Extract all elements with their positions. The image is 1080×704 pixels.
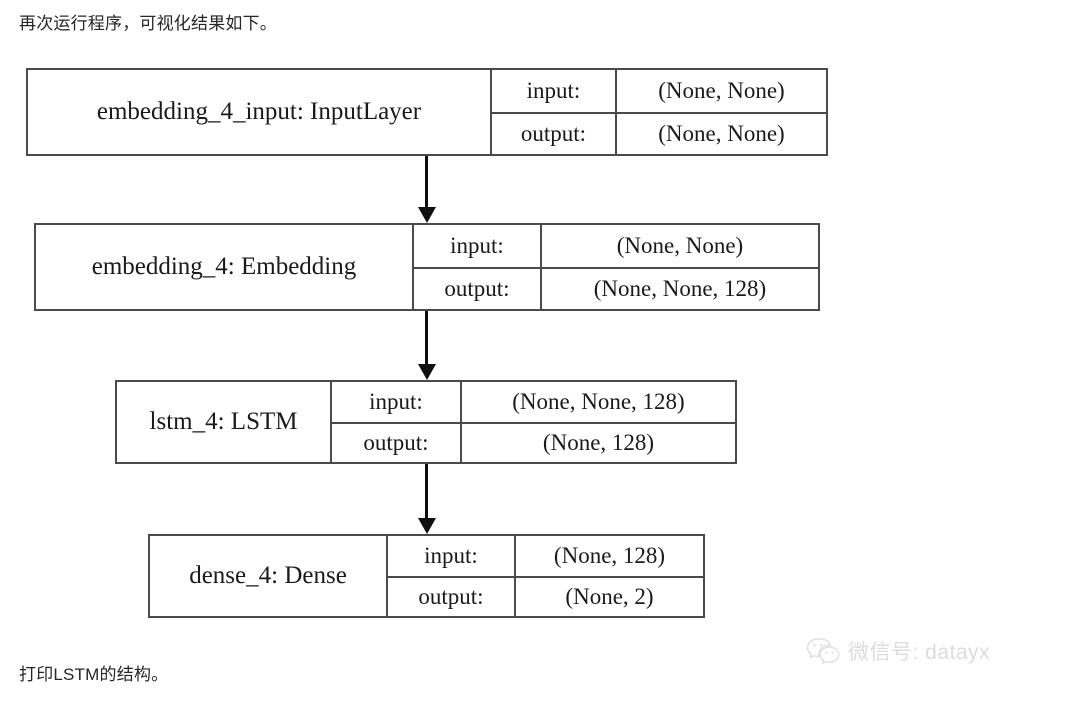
graph-node-lstm-4[interactable]: lstm_4: LSTM input: (None, None, 128) ou… [115, 380, 737, 464]
node-port-input-row: input: (None, None) [492, 70, 826, 112]
node-port-output-row: output: (None, 2) [388, 576, 703, 616]
port-label-output: output: [414, 269, 542, 309]
node-port-input-row: input: (None, None, 128) [332, 382, 735, 422]
graph-edge-lstm-to-dense [417, 464, 436, 534]
edge-arrowhead-icon [417, 207, 436, 223]
node-port-input-row: input: (None, 128) [388, 536, 703, 576]
node-port-output-row: output: (None, None) [492, 112, 826, 154]
node-ports: input: (None, None) output: (None, None,… [412, 225, 818, 309]
edge-arrowhead-icon [417, 518, 436, 534]
graph-node-embedding-4-input[interactable]: embedding_4_input: InputLayer input: (No… [26, 68, 828, 156]
port-label-input: input: [388, 536, 516, 576]
caption-above-diagram: 再次运行程序，可视化结果如下。 [19, 14, 277, 33]
port-value-input: (None, 128) [553, 543, 666, 568]
graph-node-dense-4[interactable]: dense_4: Dense input: (None, 128) output… [148, 534, 705, 618]
graph-edge-input-to-embedding [417, 156, 436, 223]
graph-edge-embedding-to-lstm [417, 311, 436, 380]
port-value-output: (None, 128) [542, 430, 655, 455]
node-ports: input: (None, None) output: (None, None) [490, 70, 826, 154]
port-value-input: (None, None) [616, 233, 744, 258]
edge-arrowhead-icon [417, 364, 436, 380]
watermark: 微信号: datayx [806, 636, 990, 666]
wechat-icon [806, 638, 840, 665]
port-label-input: input: [492, 70, 617, 112]
port-value-input: (None, None) [658, 78, 785, 103]
node-port-output-row: output: (None, 128) [332, 422, 735, 462]
node-ports: input: (None, 128) output: (None, 2) [386, 536, 703, 616]
port-value-output: (None, None, 128) [593, 276, 767, 301]
node-ports: input: (None, None, 128) output: (None, … [330, 382, 735, 462]
port-label-input: input: [414, 225, 542, 267]
node-label: dense_4: Dense [189, 562, 347, 589]
port-label-input: input: [332, 382, 462, 422]
port-value-output: (None, 2) [565, 584, 654, 609]
node-port-output-row: output: (None, None, 128) [414, 267, 818, 309]
edge-line [425, 156, 428, 209]
port-label-output: output: [388, 578, 516, 616]
graph-node-embedding-4[interactable]: embedding_4: Embedding input: (None, Non… [34, 223, 820, 311]
port-value-input: (None, None, 128) [512, 389, 685, 414]
caption-below-diagram: 打印LSTM的结构。 [19, 665, 169, 684]
port-value-output: (None, None) [658, 121, 785, 146]
node-port-input-row: input: (None, None) [414, 225, 818, 267]
edge-line [425, 311, 428, 366]
node-label: lstm_4: LSTM [149, 408, 298, 435]
node-label: embedding_4: Embedding [91, 253, 357, 280]
port-label-output: output: [332, 424, 462, 462]
edge-line [425, 464, 428, 520]
port-label-output: output: [492, 114, 617, 154]
watermark-text: 微信号: datayx [848, 641, 991, 664]
node-label: embedding_4_input: InputLayer [96, 98, 422, 125]
